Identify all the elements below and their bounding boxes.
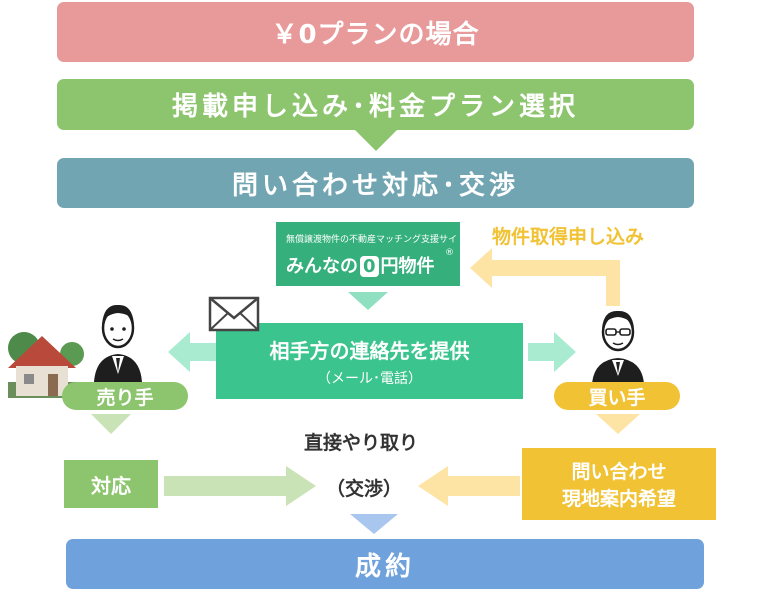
inquiry-step-banner: 問い合わせ対応･交渉 [57, 158, 694, 208]
buyer-action-line1: 問い合わせ [571, 461, 667, 483]
seller-action-label: 対応 [91, 473, 131, 498]
inquiry-step-label: 問い合わせ対応･交渉 [231, 170, 519, 201]
seller-label-pill: 売り手 [62, 382, 188, 410]
apply-down-arrow [354, 129, 398, 151]
to-buyer-arrow [528, 332, 576, 372]
logo-registered-mark: ® [445, 248, 454, 258]
logo-tagline: 無償譲渡物件の不動産マッチング支援サイト [286, 235, 467, 245]
apply-step-label: 掲載申し込み･料金プラン選択 [171, 92, 579, 122]
plan-case-label: ￥0プランの場合 [271, 19, 480, 50]
buyer-label: 買い手 [588, 386, 646, 409]
buyer-to-direct-arrow [418, 466, 520, 506]
direct-exchange-subtitle: （交渉） [326, 478, 403, 500]
buyer-person-icon [592, 310, 644, 384]
logo-down-arrow [348, 292, 388, 310]
seller-label: 売り手 [96, 386, 154, 409]
buyer-apply-arrow [470, 248, 620, 306]
logo-name-zero: 0 [360, 256, 379, 277]
logo-name-suffix: 円物件 [380, 256, 435, 277]
seller-person-icon [94, 304, 142, 382]
buyer-action-box: 問い合わせ 現地案内希望 [522, 448, 716, 520]
contact-provision-subtitle: （メール･電話） [317, 371, 422, 387]
plan-case-banner: ￥0プランの場合 [57, 2, 694, 62]
buyer-label-pill: 買い手 [554, 382, 680, 410]
contact-provision-box: 相手方の連絡先を提供 （メール･電話） [216, 323, 523, 399]
contract-label: 成約 [354, 551, 415, 582]
seller-to-direct-arrow [164, 466, 316, 506]
contract-down-arrow [350, 514, 398, 534]
apply-step-banner: 掲載申し込み･料金プラン選択 [57, 79, 694, 130]
logo-name-prefix: みんなの [286, 256, 358, 277]
buyer-action-line2: 現地案内希望 [561, 488, 676, 510]
buyer-down-arrow [596, 414, 640, 434]
envelope-icon [208, 296, 260, 332]
contract-banner: 成約 [66, 539, 704, 589]
direct-exchange-title: 直接やり取り [304, 432, 419, 454]
buyer-apply-label: 物件取得申し込み [492, 226, 645, 248]
to-seller-arrow [168, 332, 216, 372]
seller-down-arrow [91, 414, 131, 434]
contact-provision-title: 相手方の連絡先を提供 [269, 339, 470, 363]
seller-action-box: 対応 [64, 460, 158, 508]
